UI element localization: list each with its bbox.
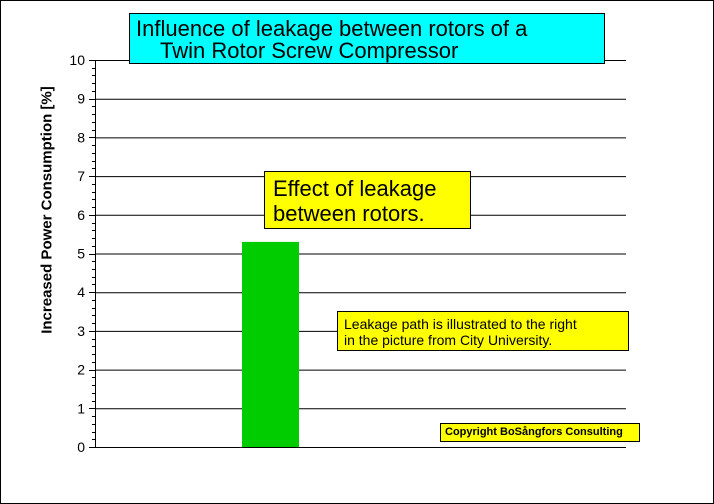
y-tick-label-2: 2 [77,362,85,378]
y-axis-label: Increased Power Consumption [%] [38,86,56,334]
chart-title-line-1: Influence of leakage between rotors of a [136,16,528,41]
bar-0 [242,241,299,447]
y-tick-label-6: 6 [77,207,85,223]
y-tick-label-1: 1 [77,400,85,416]
effect-annotation-line-1: Effect of leakage [273,176,437,201]
copyright-text: Copyright BoSångfors Consulting [445,426,623,438]
leakage-path-line-1: Leakage path is illustrated to the right [344,316,577,332]
y-tick-label-8: 8 [77,129,85,145]
y-tick-label-9: 9 [77,91,85,107]
y-tick-label-7: 7 [77,168,85,184]
chart-title-box: Influence of leakage between rotors of a… [129,13,605,64]
y-tick-label-0: 0 [77,439,85,455]
copyright-note: Copyright BoSångfors Consulting [440,423,640,442]
leakage-path-line-2: in the picture from City University. [344,332,553,348]
y-tick-label-10: 10 [69,52,85,68]
y-tick-label-5: 5 [77,246,85,262]
chart-title-line-2: Twin Rotor Screw Compressor [160,38,459,63]
y-tick-label-3: 3 [77,323,85,339]
effect-annotation: Effect of leakage between rotors. [264,171,471,229]
leakage-path-annotation: Leakage path is illustrated to the right… [337,311,629,351]
effect-annotation-line-2: between rotors. [273,201,425,226]
y-tick-label-4: 4 [77,284,85,300]
